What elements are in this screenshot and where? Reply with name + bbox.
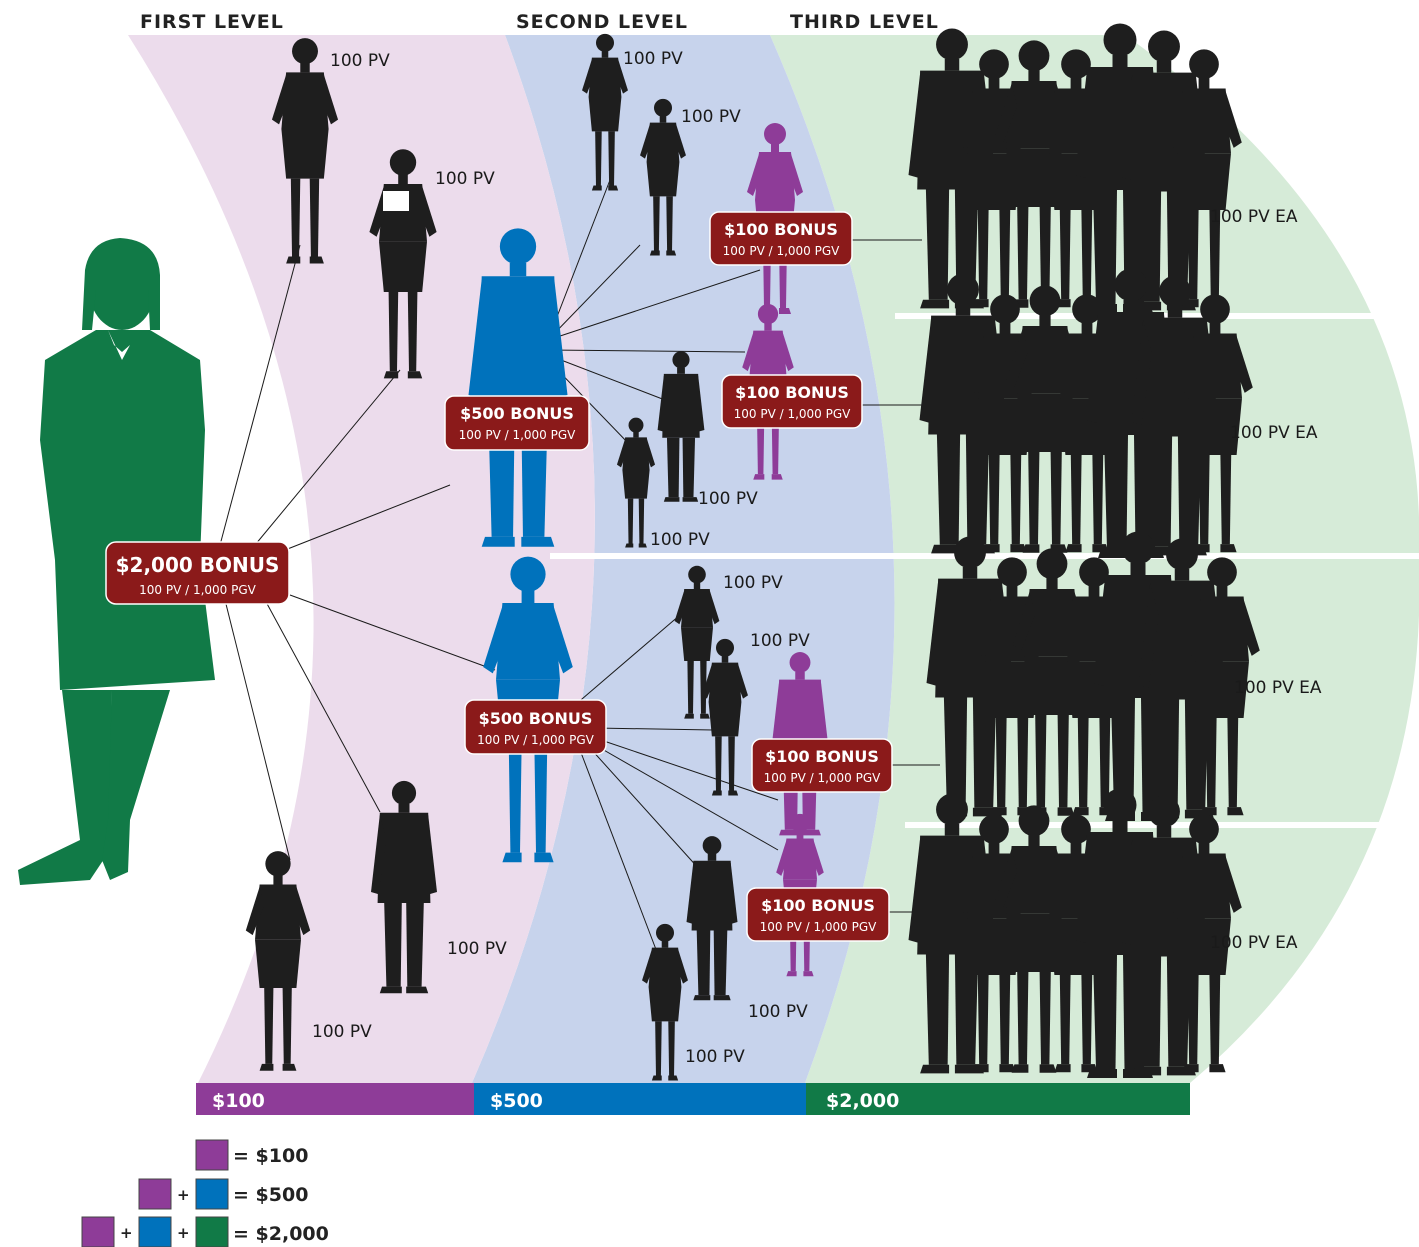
bonus-box-purple-2: $100 BONUS 100 PV / 1,000 PGV [721, 374, 863, 429]
legend-swatch-green [195, 1216, 229, 1247]
bonus-purple-1-title: $100 BONUS [724, 220, 838, 239]
legend-swatch-purple-3 [81, 1216, 115, 1247]
bonus-box-purple-3: $100 BONUS 100 PV / 1,000 PGV [751, 738, 893, 793]
bar-purple [196, 1083, 474, 1115]
bonus-box-main: $2,000 BONUS 100 PV / 1,000 PGV [105, 541, 290, 605]
main-leader-collar [108, 330, 138, 360]
bonus-blue-bottom-title: $500 BONUS [479, 709, 593, 728]
pv-label-second-5: 100 PV [723, 573, 783, 593]
legend-plus-2: + [120, 1224, 133, 1242]
legend: = $100 + = $500 + + = $2,000 [81, 1139, 329, 1247]
bar-green-label: $2,000 [826, 1090, 899, 1112]
legend-swatch-purple-1 [195, 1139, 229, 1171]
bonus-blue-top-sub: 100 PV / 1,000 PGV [459, 428, 577, 442]
legend-plus-1: + [177, 1186, 190, 1204]
bar-blue [474, 1083, 806, 1115]
pv-label-first-1: 100 PV [330, 51, 390, 71]
bar-blue-label: $500 [490, 1090, 543, 1112]
bonus-box-blue-top: $500 BONUS 100 PV / 1,000 PGV [444, 395, 590, 451]
pv-label-group-2: 100 PV EA [1230, 423, 1318, 443]
bonus-box-purple-1: $100 BONUS 100 PV / 1,000 PGV [709, 211, 853, 266]
legend-swatch-blue-2 [138, 1216, 172, 1247]
pv-label-second-6: 100 PV [750, 631, 810, 651]
connector-lines [219, 179, 945, 961]
bonus-purple-1-sub: 100 PV / 1,000 PGV [723, 244, 841, 258]
bonus-purple-4-sub: 100 PV / 1,000 PGV [760, 920, 878, 934]
tablet-icon [383, 191, 409, 211]
pv-label-group-4: 100 PV EA [1210, 933, 1298, 953]
first-level-heading: FIRST LEVEL [140, 11, 284, 33]
legend-row3-label: = $2,000 [233, 1223, 329, 1245]
pv-label-second-2: 100 PV [681, 107, 741, 127]
bar-purple-label: $100 [212, 1090, 265, 1112]
bar-green [806, 1083, 1190, 1115]
bonus-purple-2-title: $100 BONUS [735, 383, 849, 402]
bonus-purple-4-title: $100 BONUS [761, 896, 875, 915]
bonus-blue-top-title: $500 BONUS [460, 404, 574, 423]
first-level-band [128, 35, 595, 1083]
pv-label-second-4: 100 PV [650, 530, 710, 550]
pv-label-second-3: 100 PV [698, 489, 758, 509]
pv-label-second-7: 100 PV [748, 1002, 808, 1022]
pv-label-first-3: 100 PV [312, 1022, 372, 1042]
legend-row2-label: = $500 [233, 1184, 308, 1206]
pv-label-group-1: 100 PV EA [1210, 207, 1298, 227]
bonus-purple-2-sub: 100 PV / 1,000 PGV [734, 407, 852, 421]
legend-swatch-purple-2 [138, 1178, 172, 1210]
legend-plus-3: + [177, 1224, 190, 1242]
bonus-purple-3-sub: 100 PV / 1,000 PGV [764, 771, 882, 785]
bonus-box-purple-4: $100 BONUS 100 PV / 1,000 PGV [746, 887, 890, 942]
second-level-heading: SECOND LEVEL [516, 11, 688, 33]
pv-label-second-8: 100 PV [685, 1047, 745, 1067]
third-level-heading: THIRD LEVEL [790, 11, 939, 33]
legend-row1-label: = $100 [233, 1145, 308, 1167]
pv-label-first-2: 100 PV [435, 169, 495, 189]
pv-label-second-1: 100 PV [623, 49, 683, 69]
legend-swatch-blue-1 [195, 1178, 229, 1210]
bonus-main-title: $2,000 BONUS [116, 553, 280, 577]
bonus-blue-bottom-sub: 100 PV / 1,000 PGV [477, 733, 595, 747]
pv-label-group-3: 100 PV EA [1234, 678, 1322, 698]
pv-label-first-4: 100 PV [447, 939, 507, 959]
bonus-purple-3-title: $100 BONUS [765, 747, 879, 766]
bonus-main-sub: 100 PV / 1,000 PGV [139, 583, 257, 597]
bonus-box-blue-bottom: $500 BONUS 100 PV / 1,000 PGV [464, 699, 607, 755]
